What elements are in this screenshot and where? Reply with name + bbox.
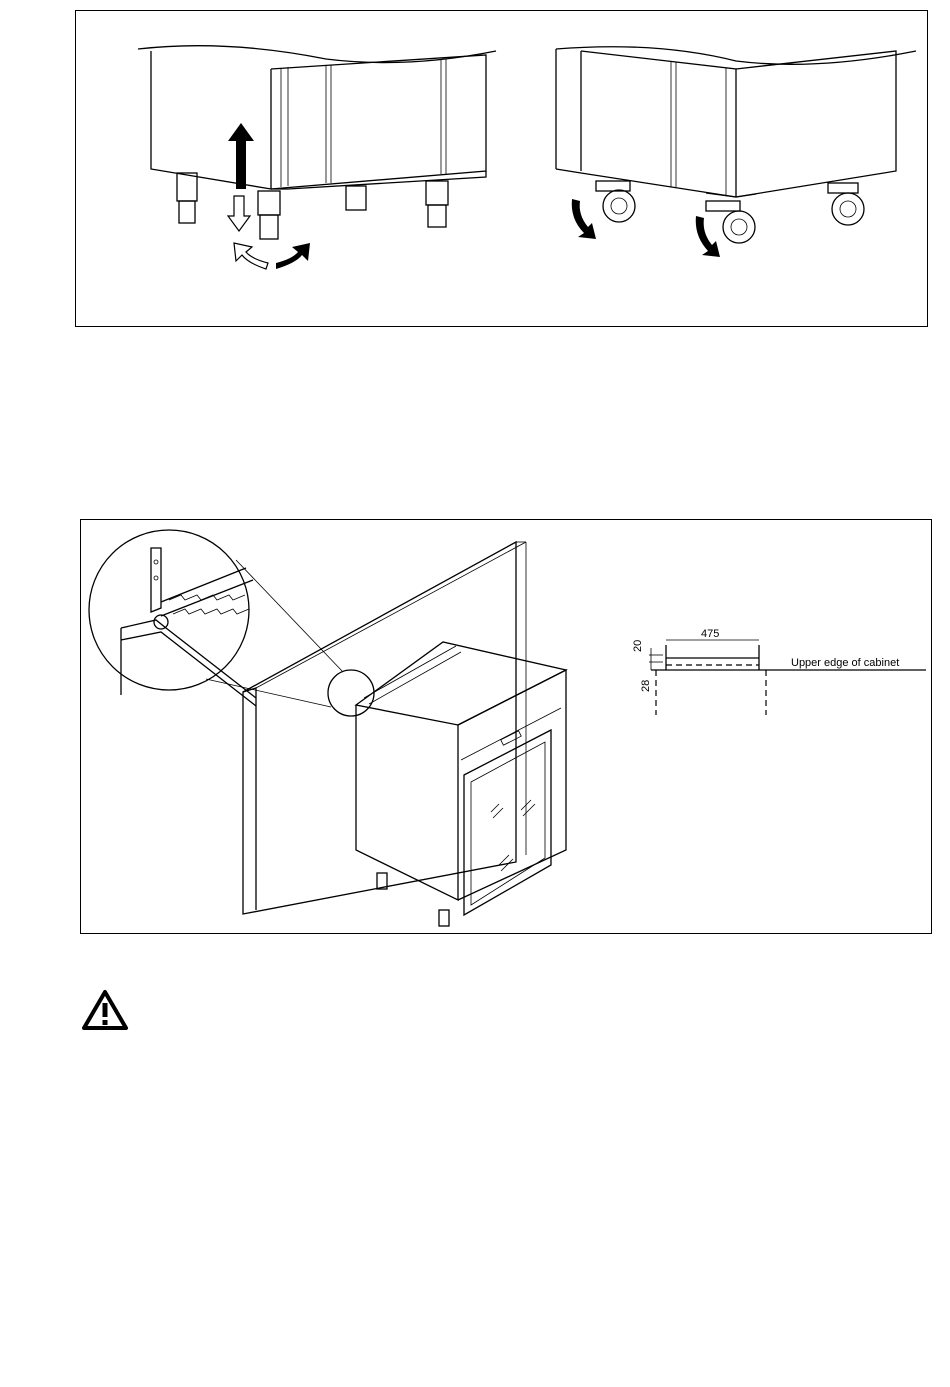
figure-legs-castors (75, 10, 928, 327)
cabinet-on-castors-drawing (556, 47, 916, 257)
legs-castors-illustration (76, 11, 927, 326)
detail-zoom-drawing (89, 530, 374, 716)
cabinet-drawing (356, 642, 566, 926)
brake-arrow-icon (572, 199, 596, 239)
dimension-drawing: 475 20 28 Upper edge of cabinet (632, 628, 926, 715)
cabinet-on-legs-drawing (138, 46, 496, 269)
rotate-cw-icon (276, 243, 310, 269)
warning-triangle-icon (81, 988, 129, 1032)
upper-edge-label: Upper edge of cabinet (791, 657, 899, 669)
installation-illustration: 475 20 28 Upper edge of cabinet (81, 520, 931, 933)
rotate-ccw-icon (234, 243, 268, 269)
dim-top-label: 20 (632, 640, 644, 652)
dim-side-label: 28 (640, 680, 652, 692)
arrow-down-icon (228, 196, 250, 231)
brake-arrow-icon-2 (696, 216, 720, 257)
side-panel-drawing (243, 542, 526, 914)
figure-installation: 475 20 28 Upper edge of cabinet (80, 519, 932, 934)
dim-width-label: 475 (701, 628, 719, 640)
arrow-up-icon (228, 123, 254, 189)
